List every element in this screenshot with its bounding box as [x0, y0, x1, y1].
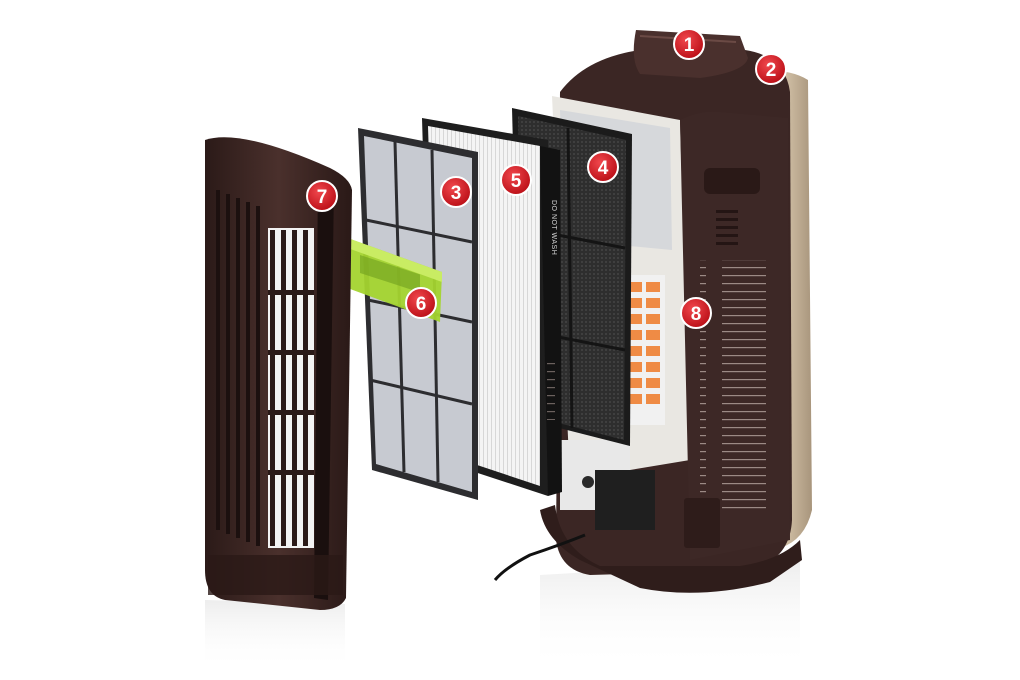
front-panel-slots [216, 190, 260, 546]
callout-5: 5 [500, 164, 532, 196]
front-panel-grille [268, 228, 314, 548]
front-panel [205, 137, 352, 610]
callout-1: 1 [673, 28, 705, 60]
callout-3: 3 [440, 176, 472, 208]
callout-2: 2 [755, 53, 787, 85]
hepa-side-print: DO NOT WASH [550, 200, 557, 255]
callout-5-label: 5 [511, 171, 522, 192]
power-cord [493, 533, 586, 581]
callout-3-label: 3 [451, 183, 462, 204]
base-stand [540, 505, 802, 593]
callout-7: 7 [306, 180, 338, 212]
callout-4-label: 4 [598, 158, 609, 179]
callout-4: 4 [587, 151, 619, 183]
callout-6-label: 6 [416, 294, 427, 315]
vent-slots [716, 210, 738, 245]
callout-7-label: 7 [317, 187, 328, 208]
callout-6: 6 [405, 287, 437, 319]
humidifier-element [625, 275, 665, 425]
rating-label-area [700, 260, 782, 510]
callout-8: 8 [680, 297, 712, 329]
hepa-label-text: DO NOT WASH [550, 200, 557, 255]
callout-8-label: 8 [691, 304, 702, 325]
callout-1-label: 1 [684, 35, 695, 56]
callout-2-label: 2 [766, 60, 777, 81]
